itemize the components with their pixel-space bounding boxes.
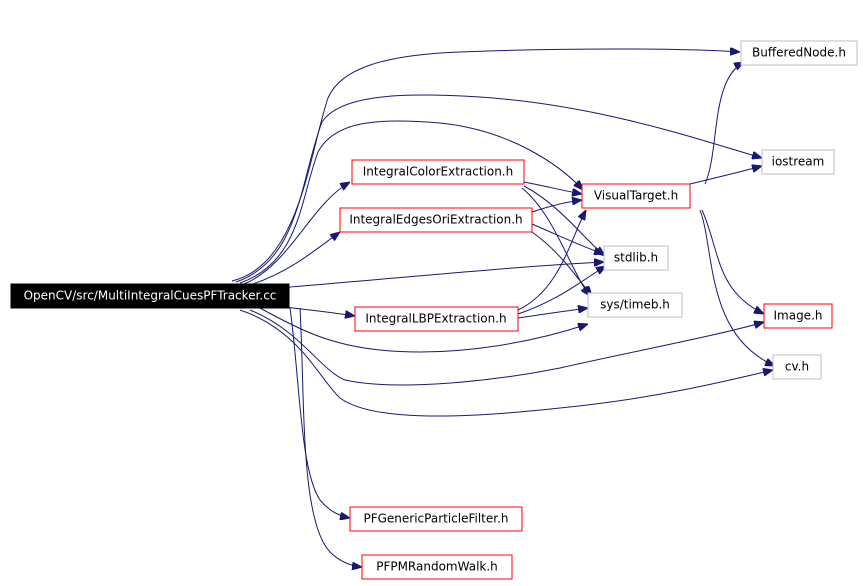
edge-visualtarget-to-bufferednode: [704, 62, 744, 185]
node-stdlib-label: stdlib.h: [614, 251, 658, 265]
node-root[interactable]: OpenCV/src/MultiIntegralCuesPFTracker.cc: [10, 283, 290, 309]
edge-visualtarget-to-iostream: [689, 166, 762, 185]
edge-icolor-to-visualtarget: [523, 181, 582, 194]
node-integrallbpextraction[interactable]: IntegralLBPExtraction.h: [354, 306, 519, 332]
node-cv-box: [772, 354, 822, 380]
edge-root-to-iedges: [249, 232, 340, 286]
node-cv[interactable]: cv.h: [772, 354, 822, 380]
node-pfpmrandomwalk-label: PFPMRandomWalk.h: [376, 560, 498, 574]
node-root-label: OpenCV/src/MultiIntegralCuesPFTracker.cc: [24, 289, 277, 303]
node-integraledgesoriextraction-label: IntegralEdgesOriExtraction.h: [349, 213, 522, 227]
node-iostream-box: [761, 149, 835, 175]
edge-root-to-pfrw: [299, 307, 362, 567]
node-pfpmrandomwalk-box: [361, 554, 513, 580]
edge-root-to-pfgen: [289, 307, 350, 518]
node-systimeb-box: [587, 292, 683, 318]
node-systimeb-label: sys/timeb.h: [600, 298, 670, 312]
node-integralcolorextraction-box: [351, 159, 525, 185]
node-pfgenericparticlefilter-box: [349, 506, 523, 532]
node-image-box: [763, 303, 833, 329]
node-integrallbpextraction-box: [354, 306, 519, 332]
node-systimeb[interactable]: sys/timeb.h: [587, 292, 683, 318]
edge-root-to-timeb: [259, 307, 588, 353]
edge-root-to-stdlib: [277, 262, 604, 289]
node-cv-label: cv.h: [785, 360, 809, 374]
node-visualtarget-box: [581, 183, 691, 209]
edge-visualtarget-to-image: [701, 209, 764, 314]
edge-iedges-to-visualtarget: [531, 200, 582, 213]
node-iostream[interactable]: iostream: [761, 149, 835, 175]
node-stdlib[interactable]: stdlib.h: [603, 245, 669, 271]
node-visualtarget-label: VisualTarget.h: [594, 189, 678, 203]
node-bufferednode-box: [740, 40, 858, 66]
node-image-label: Image.h: [773, 309, 822, 323]
edge-root-to-iostream: [235, 94, 762, 283]
node-pfgenericparticlefilter-label: PFGenericParticleFilter.h: [363, 512, 508, 526]
node-integraledgesoriextraction-box: [339, 207, 533, 233]
node-stdlib-box: [603, 245, 669, 271]
node-bufferednode-label: BufferedNode.h: [752, 46, 846, 60]
node-integralcolorextraction-label: IntegralColorExtraction.h: [363, 165, 513, 179]
dependency-edges: [231, 49, 775, 567]
node-integrallbpextraction-label: IntegralLBPExtraction.h: [365, 312, 506, 326]
node-bufferednode[interactable]: BufferedNode.h: [740, 40, 858, 66]
node-integralcolorextraction[interactable]: IntegralColorExtraction.h: [351, 159, 525, 185]
edge-root-to-visualtarget: [239, 120, 583, 284]
edge-visualtarget-to-cv: [699, 209, 775, 366]
node-integraledgesoriextraction[interactable]: IntegralEdgesOriExtraction.h: [339, 207, 533, 233]
edge-iedges-to-stdlib: [531, 223, 604, 254]
node-iostream-label: iostream: [772, 155, 825, 169]
edge-root-to-image: [249, 309, 764, 386]
node-pfgenericparticlefilter[interactable]: PFGenericParticleFilter.h: [349, 506, 523, 532]
edge-root-to-cv: [239, 309, 773, 417]
node-visualtarget[interactable]: VisualTarget.h: [581, 183, 691, 209]
node-pfpmrandomwalk[interactable]: PFPMRandomWalk.h: [361, 554, 513, 580]
node-root-box: [10, 283, 290, 309]
graph-nodes: OpenCV/src/MultiIntegralCuesPFTracker.cc…: [10, 40, 858, 580]
edge-ilbp-to-stdlib: [517, 266, 606, 315]
edge-root-to-icolor: [243, 182, 350, 285]
edge-iedges-to-timeb: [531, 231, 592, 296]
edge-ilbp-to-visualtarget: [517, 210, 586, 311]
edge-ilbp-to-timeb: [517, 308, 588, 319]
node-image[interactable]: Image.h: [763, 303, 833, 329]
